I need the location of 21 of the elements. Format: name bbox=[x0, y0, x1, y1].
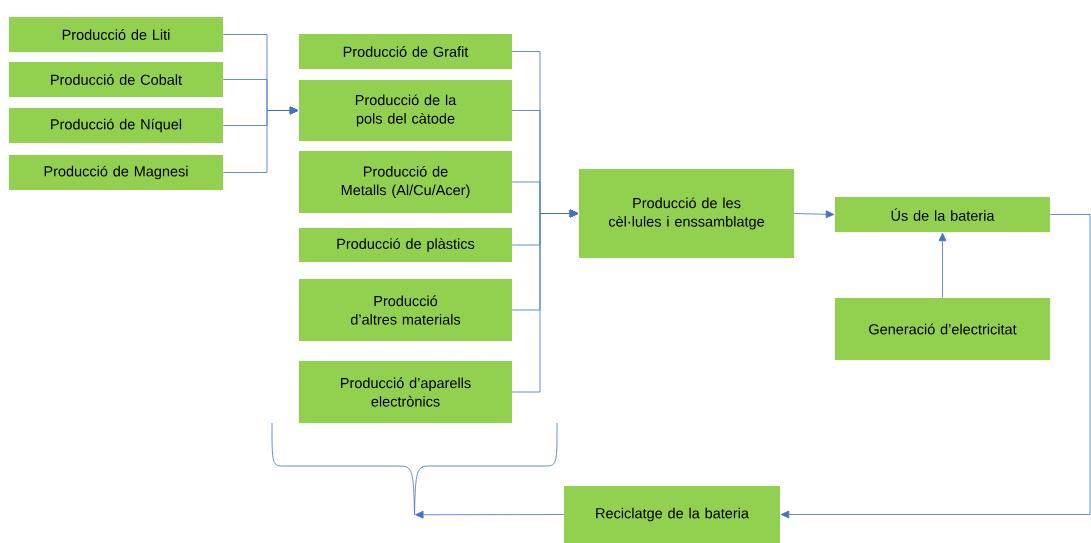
arrow bbox=[415, 510, 565, 519]
process-box: Producció de plàstics bbox=[299, 228, 512, 262]
process-box: Producció de Magnesi bbox=[9, 155, 223, 190]
arrow bbox=[511, 209, 579, 393]
arrow bbox=[780, 214, 1091, 519]
process-box: Producció de Metalls (Al/Cu/Acer) bbox=[299, 151, 512, 213]
process-box: Producció de Cobalt bbox=[9, 62, 223, 97]
process-box: Generació d’electricitat bbox=[835, 298, 1050, 360]
process-box: Producció de Grafit bbox=[299, 34, 512, 69]
process-box: Producció d’aparells electrònics bbox=[299, 361, 512, 423]
arrow bbox=[793, 210, 835, 219]
process-box: Producció de Liti bbox=[9, 17, 223, 52]
process-box: Producció de Níquel bbox=[9, 108, 223, 143]
arrow bbox=[222, 106, 299, 173]
process-box: Producció de la pols del càtode bbox=[299, 80, 512, 141]
process-box: Producció d’altres materials bbox=[299, 279, 512, 341]
arrow bbox=[938, 232, 947, 299]
process-box: Ús de la bateria bbox=[835, 197, 1050, 232]
process-box: Producció de les cèl·lules i enssamblatge bbox=[579, 169, 794, 258]
process-box: Reciclatge de la bateria bbox=[564, 486, 780, 543]
brace bbox=[271, 422, 558, 515]
